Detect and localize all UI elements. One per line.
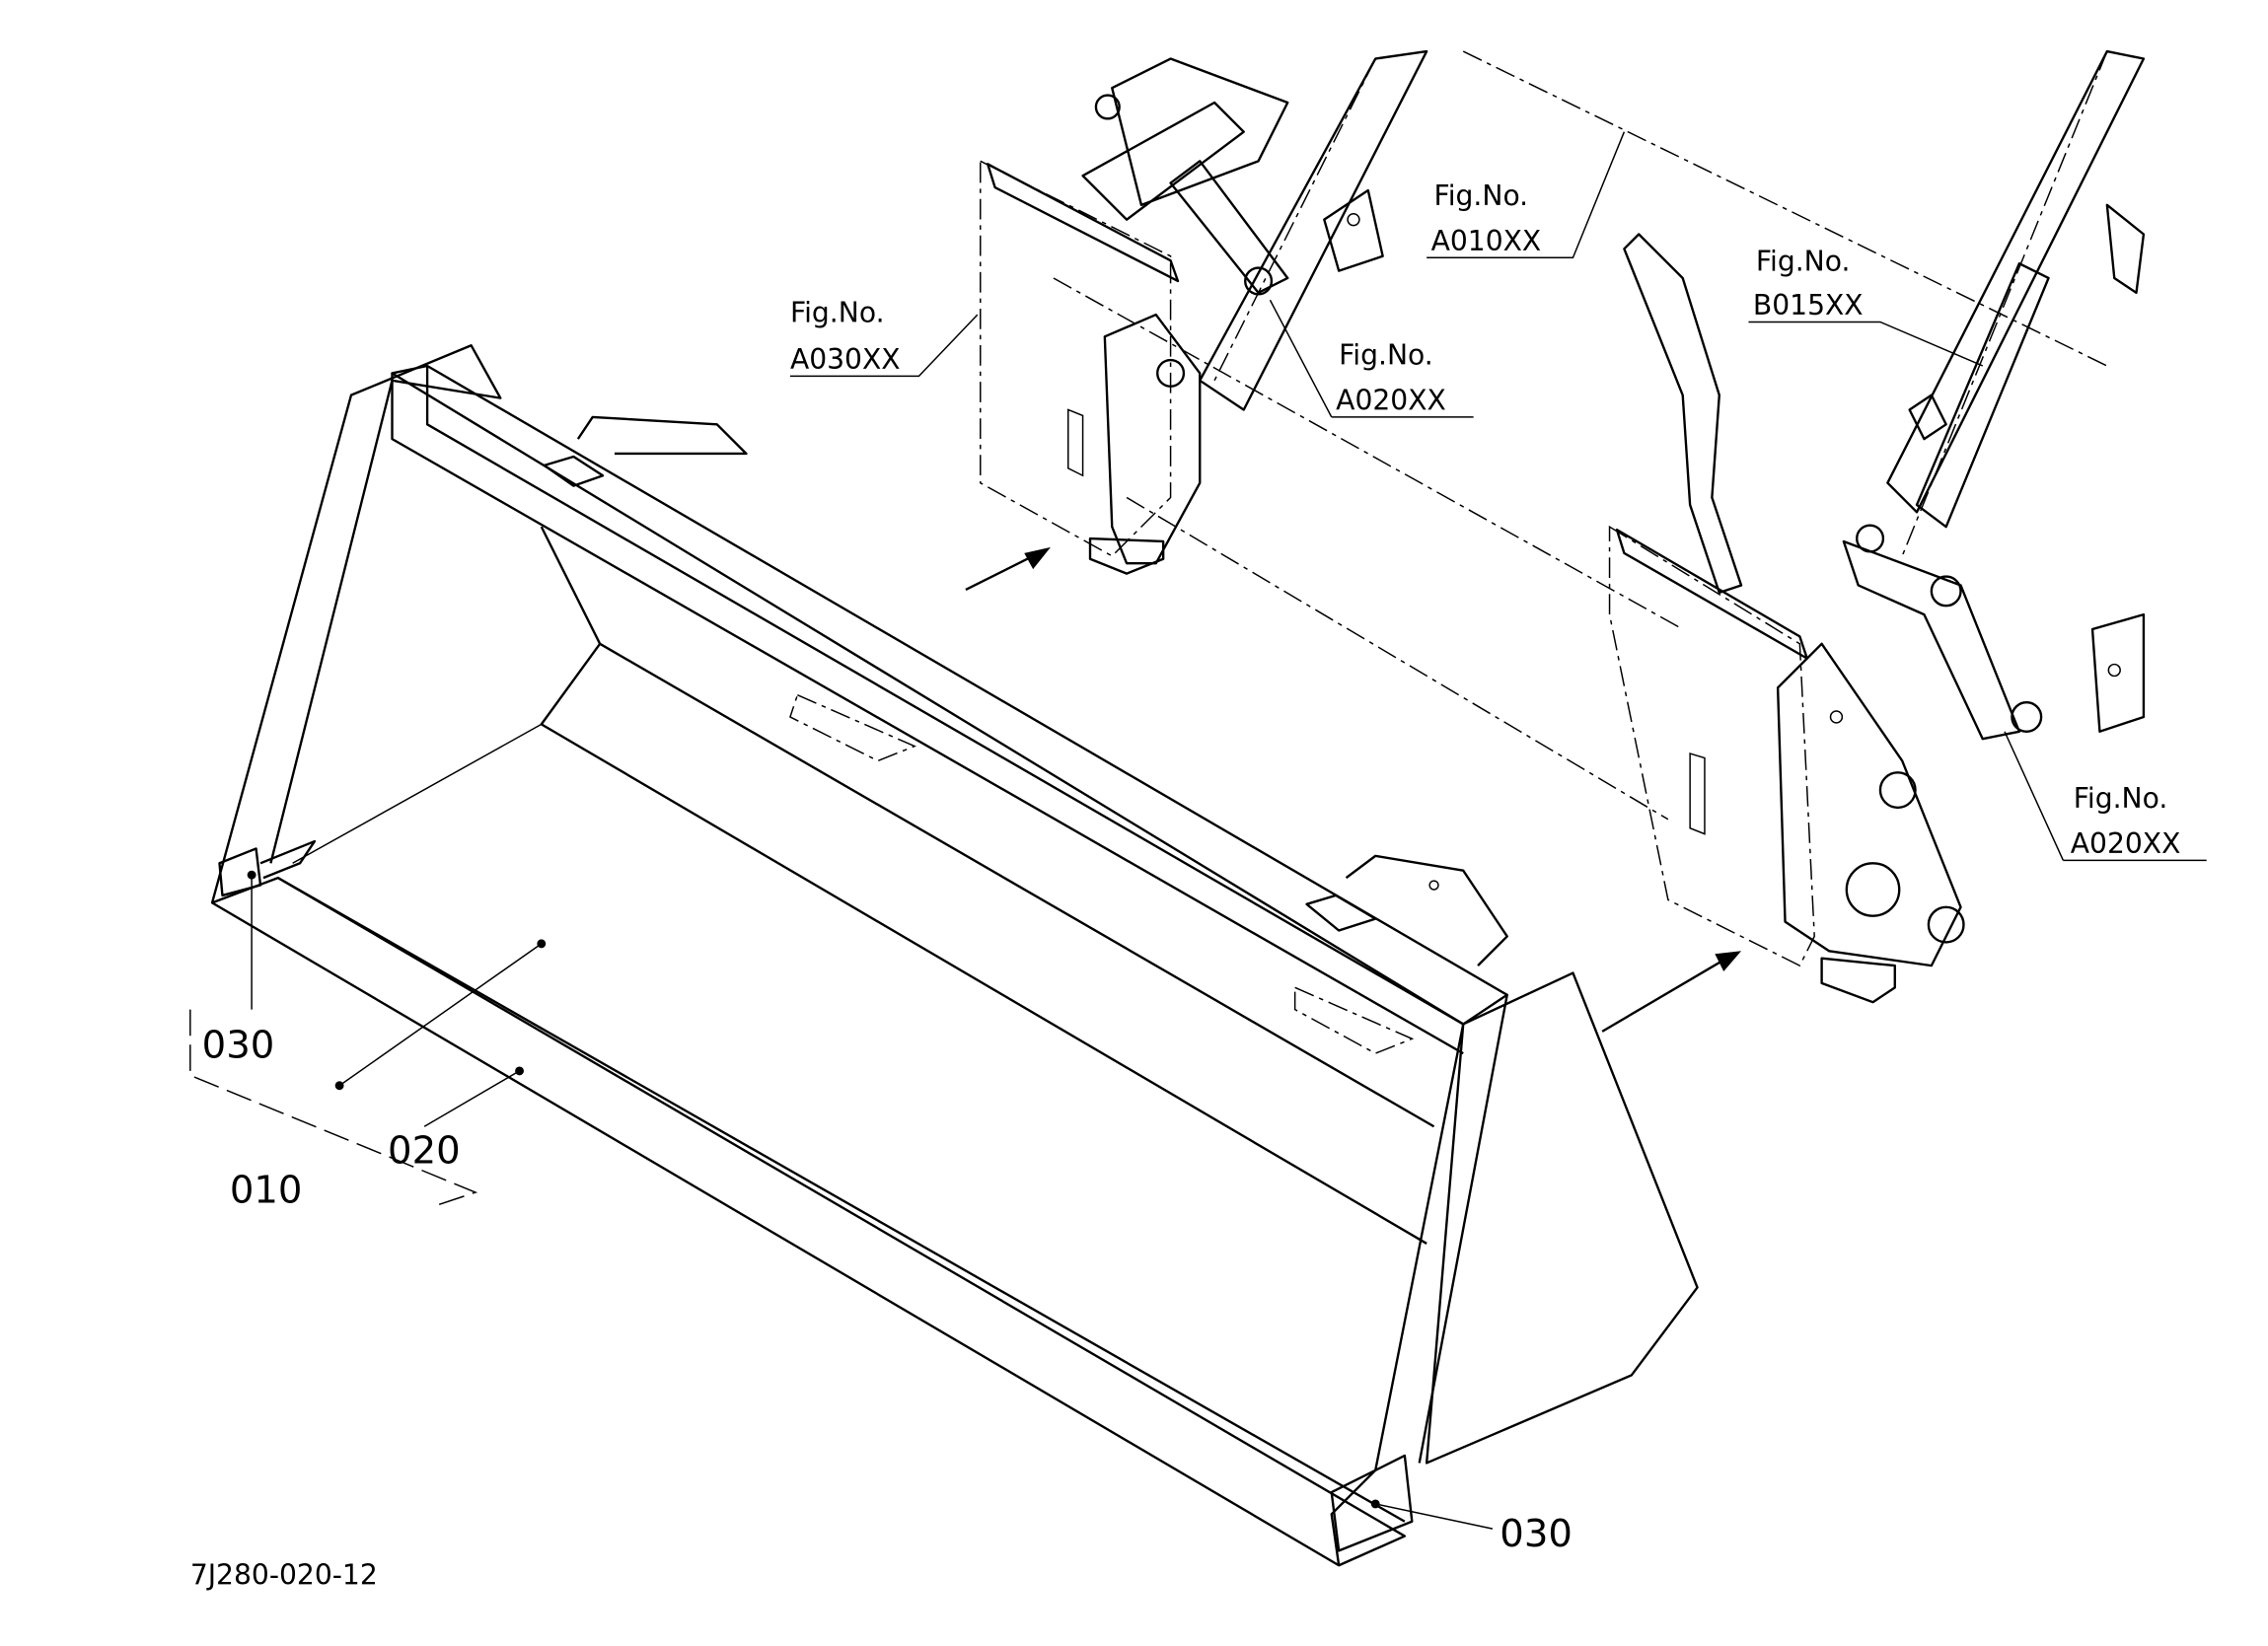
fig-ref-a030xx: Fig.No. A030XX: [790, 296, 901, 375]
left-mount-plate: [980, 160, 1202, 575]
fig-ref-a020xx-lower: Fig.No. A020XX: [2071, 782, 2181, 860]
callout-030-left: 030: [202, 1024, 275, 1068]
callout-010: 010: [230, 1168, 303, 1212]
fig-ref-a020xx-upper: Fig.No. A020XX: [1336, 339, 1446, 417]
arrow-head-icon: [1715, 951, 1742, 972]
arrow-head-icon: [1024, 546, 1051, 570]
bucket: [210, 344, 1699, 1567]
callout-030-right: 030: [1500, 1512, 1573, 1556]
fig-ref-prefix: Fig.No.: [2074, 782, 2168, 815]
fig-ref-code: A020XX: [1336, 384, 1446, 416]
assembly-arrows: [965, 546, 1742, 1033]
fig-ref-prefix: Fig.No.: [790, 296, 885, 328]
right-mount-plate: [1608, 525, 1965, 1004]
fig-ref-prefix: Fig.No.: [1339, 339, 1433, 372]
fig-ref-prefix: Fig.No.: [1434, 179, 1529, 212]
loader-frame: [1053, 49, 2146, 821]
drawing-code: 7J280-020-12: [190, 1559, 378, 1592]
fig-ref-code: A010XX: [1431, 225, 1542, 257]
fig-ref-code: B015XX: [1753, 289, 1864, 322]
fig-ref-code: A030XX: [790, 343, 901, 376]
leader-lines: [189, 131, 2207, 1530]
fig-ref-b015xx: Fig.No. B015XX: [1753, 246, 1864, 322]
fig-ref-code: A020XX: [2071, 827, 2181, 860]
fig-ref-a010xx: Fig.No. A010XX: [1431, 179, 1542, 257]
fig-ref-prefix: Fig.No.: [1756, 246, 1851, 278]
callout-020: 020: [388, 1128, 461, 1173]
